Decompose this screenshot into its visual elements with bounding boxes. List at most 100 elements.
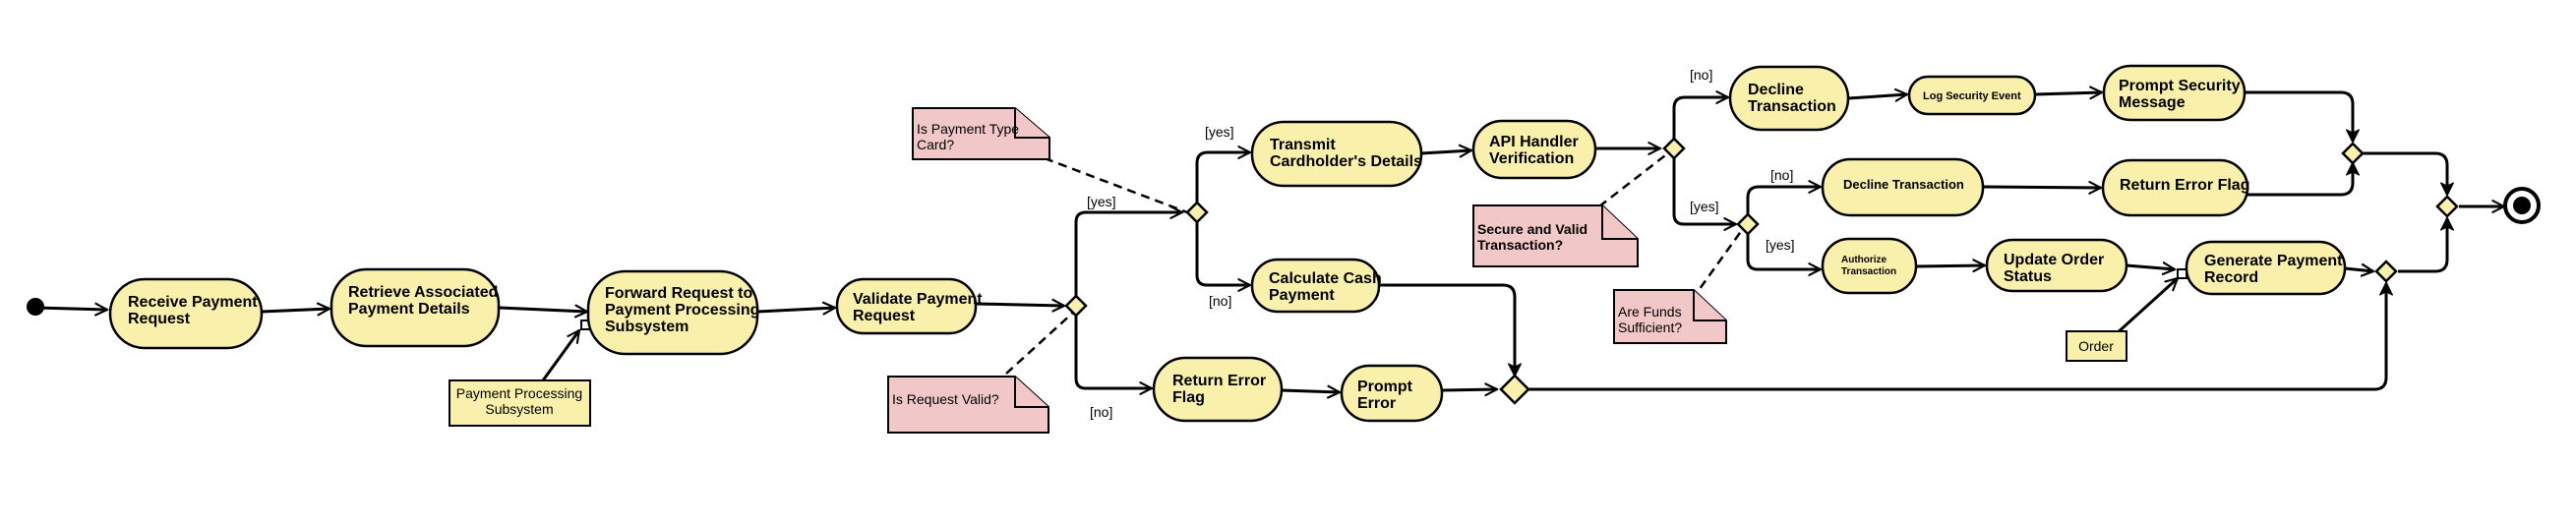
decision-funds-sufficient (1736, 212, 1760, 236)
guard-no-secure: [no] (1690, 67, 1712, 83)
flow-retrieve-to-forward (498, 308, 587, 312)
merge-final (2435, 195, 2459, 218)
control-flows (35, 90, 2504, 392)
flow-decline1-to-log (1847, 94, 1907, 98)
flow-bottom-merge-to-final (2398, 218, 2447, 273)
flow-valid-yes (1074, 212, 1182, 296)
note-is-request-valid: Is Request Valid? (887, 376, 1049, 434)
note-link-funds-sufficient (1690, 229, 1744, 301)
flow-top-merge-to-final (2361, 151, 2447, 195)
decision-secure-valid (1662, 137, 1686, 160)
note-link-request-valid (1005, 311, 1075, 375)
initial-node (27, 298, 44, 316)
flow-update-to-generate (2126, 265, 2175, 269)
flow-error-branch-to-merge (1528, 283, 2386, 391)
guard-no-valid: [no] (1090, 404, 1112, 420)
guard-yes-valid: [yes] (1087, 194, 1116, 209)
flow-prompt-to-merge (1441, 389, 1497, 390)
flow-order-to-pin (2114, 278, 2178, 336)
merge-payment-record (2374, 260, 2398, 283)
flow-forward-to-validate (756, 308, 835, 312)
svg-text:Is Request Valid?: Is Request Valid? (892, 391, 999, 407)
flow-log-to-prompt-security (2034, 92, 2102, 94)
flow-return-to-merge (2247, 163, 2353, 197)
final-node (2503, 187, 2541, 224)
svg-text:Return Error Flag: Return Error Flag (2120, 177, 2249, 194)
flow-validate-to-decision (975, 304, 1064, 306)
input-pin-order (2177, 268, 2187, 279)
guard-yes-secure: [yes] (1690, 199, 1719, 214)
flow-error-to-prompt (1281, 390, 1340, 392)
guard-yes-funds: [yes] (1766, 237, 1795, 253)
decision-payment-type (1185, 201, 1209, 224)
flow-transmit-to-api (1420, 150, 1471, 153)
flow-secure-no (1672, 97, 1728, 139)
merge-decline-branch (2341, 142, 2365, 165)
decision-request-valid (1064, 294, 1088, 318)
flow-security-to-merge (2245, 90, 2353, 142)
flow-start-to-receive (35, 308, 107, 310)
flow-receive-to-retrieve (261, 309, 329, 312)
flow-subsystem-to-pin (541, 330, 579, 381)
note-link-secure-valid (1598, 151, 1670, 207)
svg-text:Decline Transaction: Decline Transaction (1843, 177, 1964, 192)
merge-error-branch (1499, 374, 1530, 405)
activity-decline-transaction-2: Decline Transaction (1821, 157, 1985, 217)
flow-funds-yes (1746, 234, 1821, 269)
svg-text:Log Security Event: Log Security Event (1923, 90, 2021, 102)
note-link-payment-type (1044, 156, 1188, 214)
flow-funds-no (1746, 187, 1821, 214)
flow-card-no (1195, 222, 1250, 285)
flow-decline2-to-return (1982, 187, 2101, 188)
flow-cash-to-merge (1379, 283, 1515, 376)
guard-labels: [yes] [no] [yes] [no] [no] [yes] [no] [y… (1087, 67, 1795, 420)
activity-log-security-event: Log Security Event (1907, 75, 2037, 116)
guard-no-funds: [no] (1770, 167, 1793, 183)
guard-no-card: [no] (1209, 293, 1231, 309)
guard-yes-card: [yes] (1205, 124, 1234, 140)
decision-nodes (1064, 137, 2459, 405)
flow-card-yes (1195, 152, 1250, 203)
svg-text:Order: Order (2078, 338, 2114, 354)
flow-secure-yes (1672, 158, 1736, 224)
object-order: Order (2066, 330, 2127, 362)
flow-authorize-to-update (1915, 265, 1985, 266)
flow-valid-no (1074, 316, 1152, 388)
activity-return-error-flag-2: Return Error Flag (2101, 158, 2249, 217)
